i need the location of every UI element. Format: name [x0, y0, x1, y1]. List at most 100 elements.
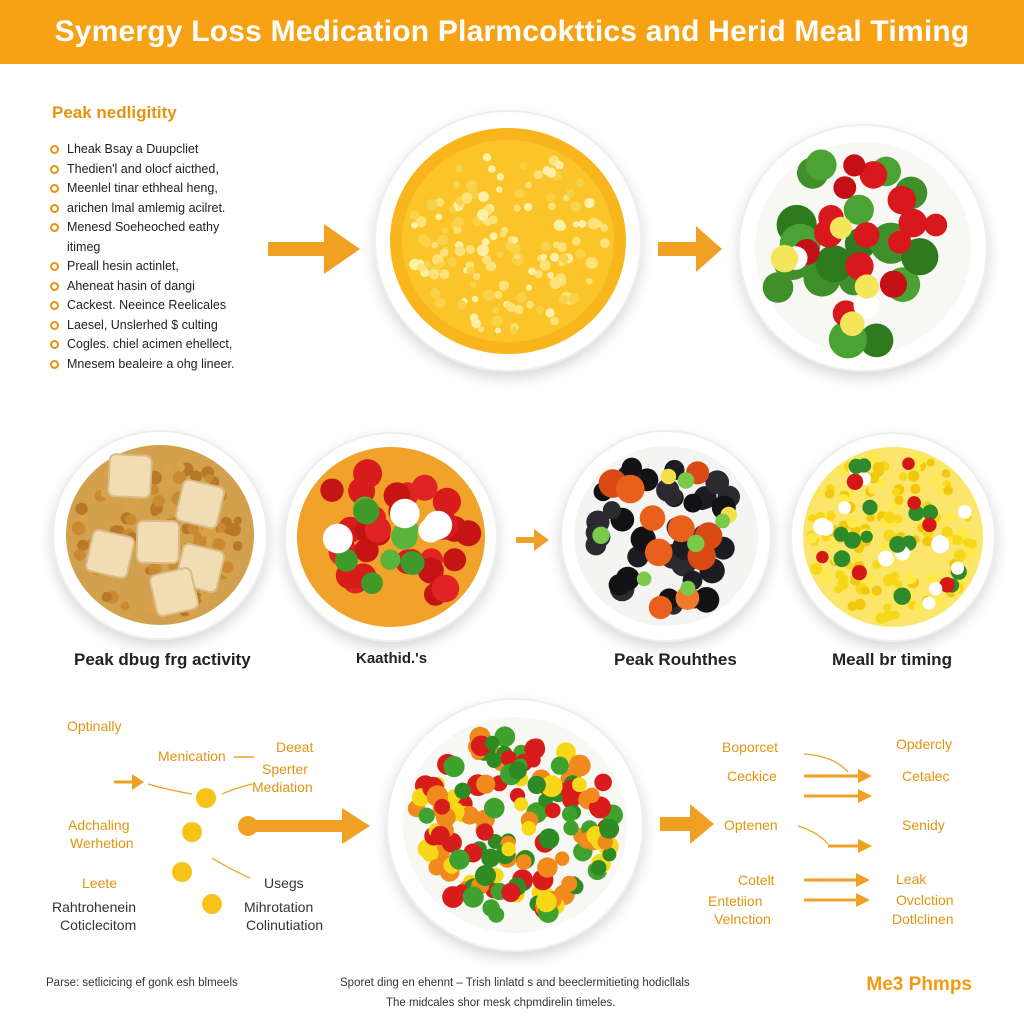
bullet-item: Menesd Soeheoched eathy	[50, 218, 270, 238]
diagram-right-connectors	[700, 720, 940, 940]
pepper-piece	[644, 538, 673, 567]
veg-piece	[929, 582, 943, 596]
leaf	[901, 238, 939, 276]
corn-kernel	[891, 488, 900, 496]
corn-kernel	[533, 170, 543, 180]
pepper-piece	[648, 595, 673, 620]
tomato	[833, 176, 857, 199]
lentil	[71, 521, 86, 536]
corn-kernel	[453, 216, 465, 228]
pea	[680, 580, 696, 596]
lentil	[205, 536, 215, 546]
veg-piece	[521, 821, 537, 836]
bullet-text: Menesd Soeheoched eathy	[67, 220, 220, 234]
veg-piece	[860, 530, 873, 543]
bullet-text: arichen lmal amlemig acilret.	[67, 200, 226, 215]
cracker	[175, 479, 225, 529]
bullet-circle-icon	[50, 281, 59, 291]
veg-piece	[545, 802, 561, 819]
lentil	[142, 601, 156, 615]
corn-kernel	[943, 485, 953, 496]
bullet-circle-icon	[50, 262, 59, 271]
corn-kernel	[883, 511, 896, 524]
corn-kernel	[494, 290, 503, 299]
corn-kernel	[465, 245, 475, 254]
corn-kernel	[429, 287, 441, 299]
veg-piece	[454, 782, 471, 799]
corn-kernel	[436, 261, 443, 268]
diag-leak: Leak	[896, 871, 927, 887]
corn-kernel	[423, 260, 432, 269]
corn-kernel	[447, 257, 457, 267]
corn-kernel	[595, 220, 603, 228]
veg-piece	[561, 875, 578, 892]
veg-piece	[516, 854, 532, 870]
corn-kernel	[452, 180, 460, 189]
lentil	[73, 548, 86, 561]
veg-piece	[951, 561, 964, 575]
mozzarella	[770, 245, 799, 273]
berry-bowl	[560, 430, 772, 642]
lentil	[190, 470, 203, 483]
mozzarella	[854, 274, 879, 299]
corn-kernel	[415, 216, 427, 228]
veg-piece	[922, 517, 937, 533]
veg-piece	[816, 550, 829, 564]
corn-kernel	[496, 173, 505, 181]
lentil	[187, 523, 200, 535]
veg-piece	[501, 842, 516, 857]
corn-kernel	[435, 297, 446, 308]
pea	[660, 468, 677, 485]
corn-kernel	[466, 266, 475, 275]
food-label-kaathids: Kaathid.'s	[356, 650, 428, 667]
blackberry	[621, 457, 642, 478]
corn-kernel	[478, 326, 484, 333]
veg-piece	[862, 499, 878, 515]
veg-piece	[501, 882, 521, 903]
tomato	[431, 574, 460, 603]
veg-piece	[838, 501, 851, 515]
bullet-item: arichen lmal amlemig acilret.	[50, 199, 270, 219]
tomato	[853, 222, 880, 248]
corn-kernel	[496, 251, 504, 258]
corn-kernel	[926, 458, 935, 467]
veg-piece	[568, 754, 591, 777]
veg-piece	[848, 458, 864, 474]
corn-kernel	[558, 294, 569, 305]
veg-piece	[594, 773, 612, 792]
lentil	[221, 561, 234, 574]
blackberry	[602, 501, 621, 520]
corn-kernel	[868, 485, 877, 494]
corn-kernel	[575, 248, 586, 259]
corn-kernel	[929, 475, 939, 485]
leaf	[762, 272, 794, 303]
cracker	[135, 519, 181, 565]
lentil	[204, 473, 214, 483]
corn-kernel	[890, 571, 900, 581]
diag-usegs: Usegs	[264, 875, 304, 891]
tomato	[455, 520, 482, 547]
veg-piece	[430, 825, 450, 846]
diag-sperter: Sperter	[262, 761, 308, 777]
bullet-item: Cogles. chiel acimen ehellect,	[50, 335, 270, 355]
corn-kernel	[555, 273, 566, 284]
corn-kernel	[893, 514, 903, 524]
corn-kernel	[454, 245, 466, 257]
corn-kernel	[417, 263, 426, 272]
corn-kernel	[457, 300, 467, 310]
cracker	[149, 567, 199, 617]
bullet-text: Cogles. chiel acimen ehellect,	[67, 337, 233, 351]
corn-kernel	[495, 327, 501, 334]
tomato	[888, 230, 912, 254]
bullet-circle-icon	[50, 340, 59, 349]
footer-left-note: Parse: setlicicing ef gonk esh blmeels	[46, 977, 238, 989]
corn-kernel	[466, 180, 478, 192]
diag-adchaling: Adchaling	[68, 817, 130, 833]
lentil	[78, 513, 88, 523]
tomato	[353, 459, 383, 489]
corn-kernel	[941, 526, 953, 538]
bullet-item: Aheneat hasin of dangi	[50, 277, 270, 297]
corn-kernel	[936, 597, 945, 606]
corn-kernel	[822, 533, 831, 542]
bullet-item: Thedien'l and olocf aicthed,	[50, 160, 270, 180]
